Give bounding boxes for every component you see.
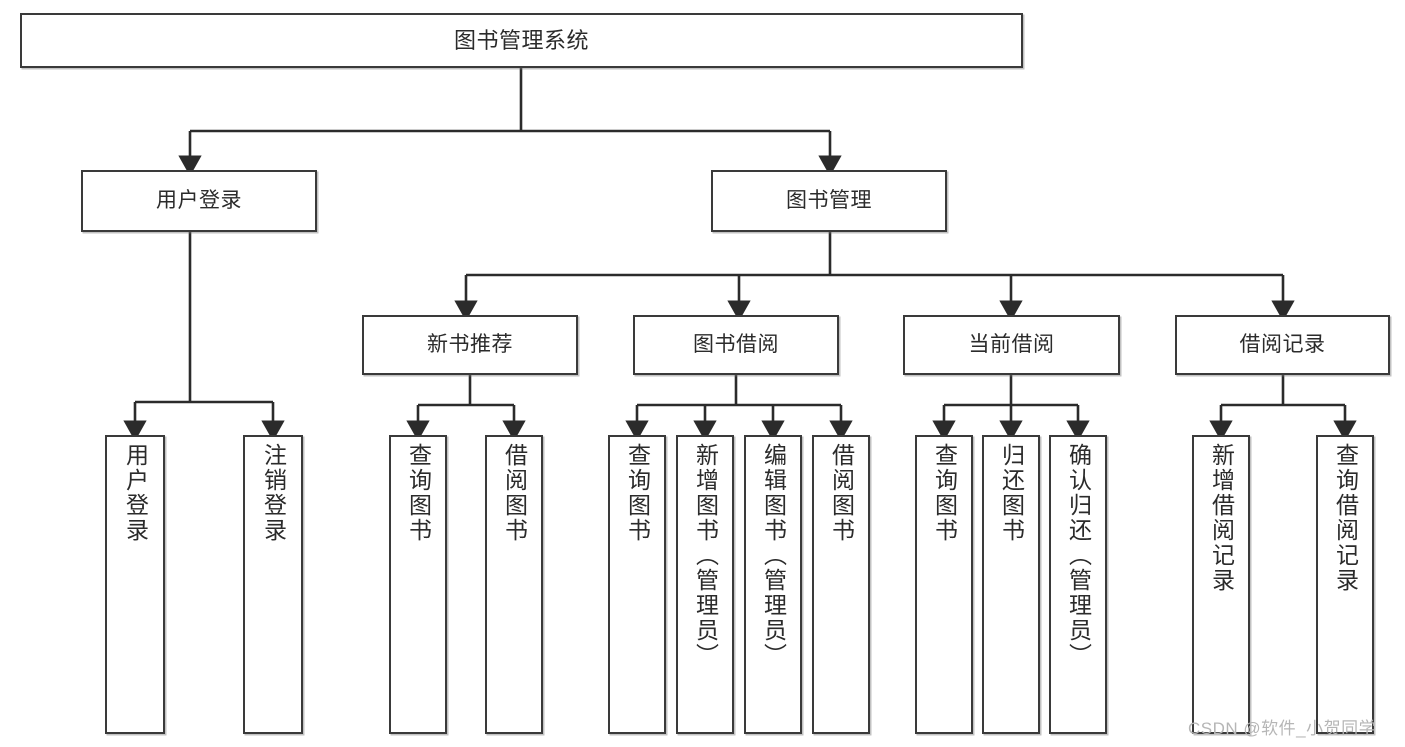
leaf-new-book-query[interactable]: 查询图书: [389, 435, 447, 734]
leaf-book-borrow-edit[interactable]: 编辑图书（管理员）: [744, 435, 802, 734]
node-book-management-label: 图书管理: [786, 188, 872, 212]
leaf-label: 确认归还（管理员）: [1065, 443, 1092, 668]
watermark: CSDN @软件_小贺同学: [1188, 719, 1377, 738]
leaf-current-borrow-confirm-return[interactable]: 确认归还（管理员）: [1049, 435, 1107, 734]
node-book-borrow[interactable]: 图书借阅: [633, 315, 839, 375]
node-user-login-label: 用户登录: [156, 188, 242, 212]
leaf-label: 借阅图书: [828, 443, 855, 543]
leaf-label: 新增借阅记录: [1208, 443, 1235, 593]
node-current-borrow[interactable]: 当前借阅: [903, 315, 1120, 375]
leaf-label: 编辑图书（管理员）: [760, 443, 787, 668]
leaf-current-borrow-return[interactable]: 归还图书: [982, 435, 1040, 734]
leaf-label: 用户登录: [122, 443, 149, 543]
leaf-user-login-logout[interactable]: 注销登录: [243, 435, 303, 734]
leaf-label: 查询图书: [931, 443, 958, 543]
node-borrow-records[interactable]: 借阅记录: [1175, 315, 1390, 375]
node-user-login[interactable]: 用户登录: [81, 170, 317, 232]
leaf-book-borrow-add[interactable]: 新增图书（管理员）: [676, 435, 734, 734]
leaf-book-borrow-borrow[interactable]: 借阅图书: [812, 435, 870, 734]
leaf-record-query[interactable]: 查询借阅记录: [1316, 435, 1374, 734]
node-new-book-recommend[interactable]: 新书推荐: [362, 315, 578, 375]
leaf-record-add[interactable]: 新增借阅记录: [1192, 435, 1250, 734]
node-current-borrow-label: 当前借阅: [968, 332, 1055, 356]
node-root-label: 图书管理系统: [453, 27, 589, 53]
node-root[interactable]: 图书管理系统: [20, 13, 1023, 68]
node-book-borrow-label: 图书借阅: [693, 332, 779, 356]
node-borrow-records-label: 借阅记录: [1239, 332, 1326, 356]
node-book-management[interactable]: 图书管理: [711, 170, 947, 232]
leaf-label: 查询借阅记录: [1332, 443, 1359, 593]
leaf-label: 注销登录: [260, 443, 287, 543]
node-new-book-recommend-label: 新书推荐: [427, 332, 513, 356]
leaf-user-login-login[interactable]: 用户登录: [105, 435, 165, 734]
leaf-new-book-borrow[interactable]: 借阅图书: [485, 435, 543, 734]
leaf-current-borrow-query[interactable]: 查询图书: [915, 435, 973, 734]
leaf-label: 查询图书: [624, 443, 651, 543]
leaf-label: 归还图书: [998, 443, 1025, 543]
leaf-book-borrow-query[interactable]: 查询图书: [608, 435, 666, 734]
leaf-label: 查询图书: [405, 443, 432, 543]
leaf-label: 借阅图书: [501, 443, 528, 543]
leaf-label: 新增图书（管理员）: [692, 443, 719, 668]
